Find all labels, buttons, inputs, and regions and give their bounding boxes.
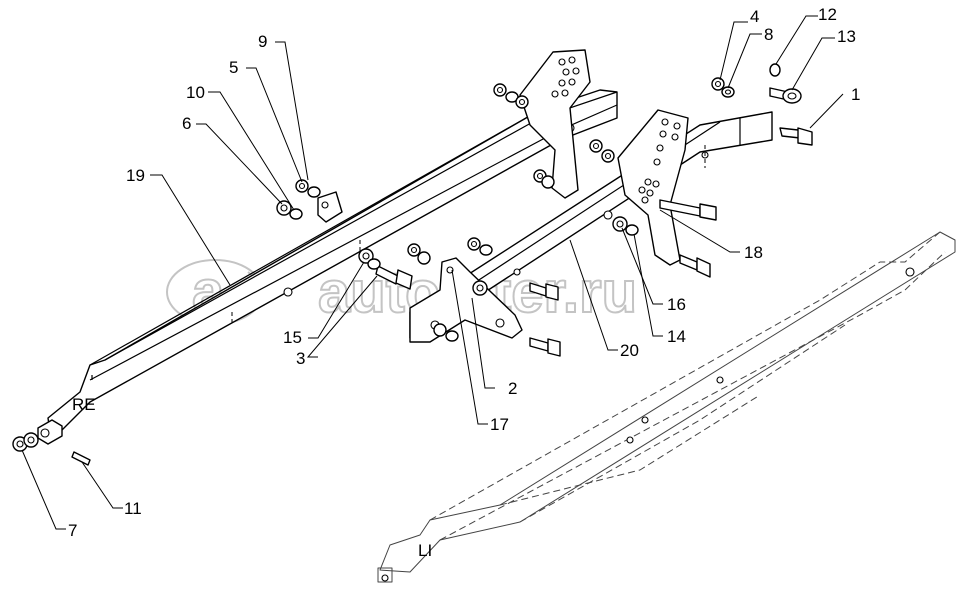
- callout-19: 19: [126, 166, 145, 185]
- callout-1: 1: [851, 85, 860, 104]
- washer-10-icon: [289, 208, 303, 220]
- nut-mid-c-icon: [467, 237, 481, 251]
- callout-18: 18: [744, 243, 763, 262]
- nut-2-icon: [472, 280, 488, 296]
- callout-20: 20: [620, 341, 639, 360]
- bolt-lower-18-icon: [679, 254, 711, 278]
- nut-16-icon: [612, 216, 628, 232]
- callout-9: 9: [258, 32, 267, 51]
- bracket-plate-17: [409, 257, 523, 343]
- nut-top-b-icon: [515, 95, 529, 109]
- callout-4: 4: [750, 7, 759, 26]
- callout-17: 17: [490, 415, 509, 434]
- bracket-plate-18: [617, 109, 689, 266]
- callout-6: 6: [182, 114, 191, 133]
- washer-13-icon: [782, 88, 802, 104]
- callouts: 1 2 3 4 5 6 7 8 9 10 11 12 13 14 15 16 1…: [68, 5, 860, 540]
- bolt-17a-icon: [529, 282, 559, 301]
- nut-6-icon: [276, 200, 292, 216]
- nut-frame-a-icon: [589, 139, 603, 153]
- nuts-washers: [12, 77, 735, 452]
- callout-16: 16: [667, 295, 686, 314]
- upper-mount-plate: [519, 49, 591, 199]
- nut-top-a-icon: [493, 83, 507, 97]
- nut-9-icon: [295, 179, 309, 193]
- washer-17-icon: [445, 330, 459, 342]
- bolt-18-icon: [659, 199, 717, 221]
- left-frame-ghost: [377, 231, 956, 583]
- washer-14-icon: [625, 224, 639, 236]
- callout-11: 11: [124, 499, 142, 518]
- callout-7: 7: [68, 521, 77, 540]
- nut-mid-a-icon: [407, 243, 421, 257]
- washer-5-icon: [307, 186, 321, 198]
- callout-15: 15: [283, 328, 302, 347]
- nut-4-icon: [711, 77, 725, 91]
- side-label-right: RE: [72, 395, 96, 414]
- nut-mid-b-icon: [417, 251, 431, 265]
- nut-15-icon: [358, 248, 374, 264]
- callout-12: 12: [818, 5, 837, 24]
- bolts: [71, 63, 813, 466]
- leader-lines: [21, 15, 844, 530]
- callout-10: 10: [186, 83, 205, 102]
- callout-13: 13: [837, 27, 856, 46]
- bolt-1-icon: [779, 127, 813, 146]
- nut-frame-b-icon: [601, 149, 615, 163]
- frame-clip-bracket: [317, 191, 343, 223]
- washer-8-icon: [721, 86, 735, 98]
- nut-frame-d-icon: [541, 175, 555, 189]
- side-label-left: LI: [418, 541, 432, 560]
- washer-7b-icon: [23, 432, 39, 448]
- bolt-3-icon: [375, 265, 413, 290]
- callout-14: 14: [667, 327, 686, 346]
- washer-mid-c-icon: [479, 244, 493, 256]
- callout-8: 8: [764, 25, 773, 44]
- callout-2: 2: [508, 379, 517, 398]
- nut-17-icon: [433, 323, 447, 337]
- washer-15-icon: [367, 258, 381, 270]
- callout-5: 5: [229, 58, 238, 77]
- pin-11-icon: [71, 451, 91, 466]
- bolt-17b-icon: [529, 337, 561, 357]
- callout-3: 3: [296, 349, 305, 368]
